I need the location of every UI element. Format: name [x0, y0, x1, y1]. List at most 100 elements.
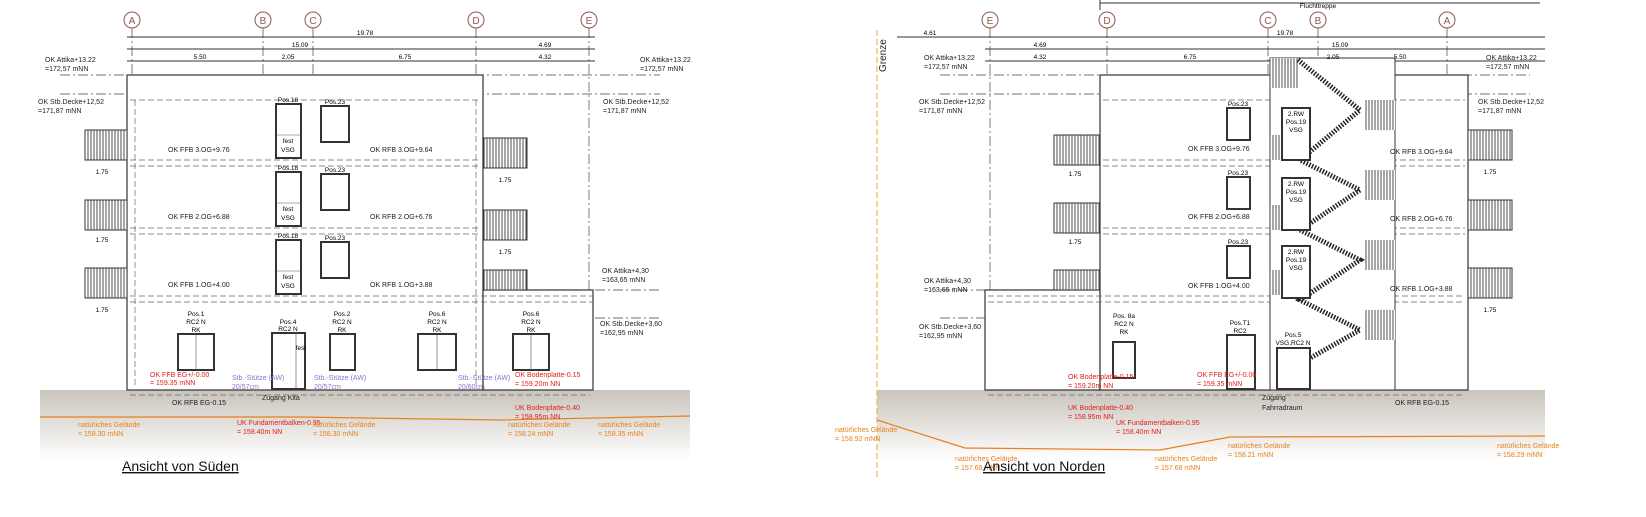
elevation-mark: = 158.40m NN: [1116, 429, 1161, 436]
floor-level: OK RFB EG-0.15: [1395, 400, 1449, 407]
window-label: Pos.23: [325, 235, 346, 242]
level-value: =172,57 mNN: [640, 66, 683, 73]
window-label: VSG: [281, 283, 295, 290]
south-elevation: [40, 11, 691, 460]
boundary-label: Grenze: [878, 39, 889, 72]
axis-label: C: [309, 16, 316, 27]
terrain-label: natürliches Gelände: [1228, 443, 1290, 450]
elevation-mark: UK Bodenplatte-0.40: [515, 405, 580, 412]
window-label: Pos. 8a: [1113, 313, 1135, 320]
dimension: 4.32: [539, 54, 552, 61]
level-value: =171,87 mNN: [603, 108, 646, 115]
window-label: RK: [526, 327, 536, 334]
column-label: Stb.-Stütze (AW): [314, 375, 366, 382]
terrain-value: = 158.29 mNN: [1497, 452, 1542, 459]
floor-level: OK RFB 2.OG+6.76: [1390, 216, 1453, 223]
elevation-mark: OK Bodenplatte-0.15: [515, 372, 580, 379]
window-label: Pos.T1: [1230, 320, 1251, 327]
window-label: Pos.18: [278, 233, 299, 240]
window-label: Pos.18: [278, 165, 299, 172]
column-label: Stb.-Stütze (AW): [458, 375, 510, 382]
elevation-mark: = 159.35 mNN: [1197, 381, 1242, 388]
window-label: RC2 N: [186, 319, 206, 326]
floor-level: OK RFB 3.OG+9.64: [1390, 149, 1453, 156]
level-label: OK Attika+13.22: [924, 55, 975, 62]
axis-label: D: [472, 16, 479, 27]
dimension: 4.32: [1034, 54, 1047, 61]
window-label: VSG: [1289, 197, 1303, 204]
window-label: fest: [283, 138, 294, 145]
dimension: 5.50: [194, 54, 207, 61]
floor-level: OK FFB 1.OG+4.00: [168, 282, 230, 289]
balconies: [84, 129, 528, 299]
floor-level: OK RFB 3.OG+9.64: [370, 147, 433, 154]
terrain-label: natürliches Gelände: [955, 456, 1017, 463]
window-label: 2.RW: [1288, 111, 1305, 118]
level-label: OK Stb.Decke+12,52: [603, 99, 669, 106]
balcony-dimension: 1.75: [96, 307, 109, 314]
window-label: Pos.1: [188, 311, 205, 318]
window-label: 2.RW: [1288, 249, 1305, 256]
terrain-value: = 158.30 mNN: [78, 431, 123, 438]
window-label: 2.RW: [1288, 181, 1305, 188]
elevation-mark: = 158.95m NN: [1068, 414, 1113, 421]
terrain-line: [876, 419, 1546, 451]
window-label: RK: [191, 327, 201, 334]
window-label: VSG: [1289, 265, 1303, 272]
ground-band: [40, 390, 690, 460]
floor-level: OK RFB EG-0.15: [172, 400, 226, 407]
terrain-line: [40, 415, 691, 421]
terrain-value: = 158.92 mNN: [835, 436, 880, 443]
level-label: OK Attika+4,30: [924, 278, 971, 285]
balcony-dimension: 1.75: [96, 169, 109, 176]
balcony-dimension: 1.75: [499, 249, 512, 256]
level-label: OK Attika+13.22: [640, 57, 691, 64]
floor-level: OK FFB 2.OG+6.88: [168, 214, 230, 221]
axis-label: E: [586, 16, 593, 27]
window-label: VSG,RC2 N: [1275, 340, 1310, 347]
level-value: =171,87 mNN: [919, 108, 962, 115]
terrain-value: = 158.24 mNN: [508, 431, 553, 438]
elevation-mark: UK Fundamentbalken-0.95: [1116, 420, 1200, 427]
floor-level: OK FFB 1.OG+4.00: [1188, 283, 1250, 290]
window-label: Pos.2: [334, 311, 351, 318]
terrain-value: = 158.30 mNN: [313, 431, 358, 438]
level-value: =172,57 mNN: [45, 66, 88, 73]
window-label: Pos.23: [1228, 239, 1249, 246]
window-label: RC2 N: [1114, 321, 1134, 328]
axis-label: E: [987, 16, 994, 27]
dimension-lines: [897, 36, 1545, 62]
column-label: 20/57cm: [232, 384, 259, 391]
dimension: 19.78: [1277, 30, 1294, 37]
elevation-mark: = 159.20m NN: [515, 381, 560, 388]
window-label: RC2 N: [521, 319, 541, 326]
level-value: =172,57 mNN: [1486, 64, 1529, 71]
floor-level: OK RFB 1.OG+3.88: [1390, 286, 1453, 293]
level-label: OK Stb.Decke+3,60: [600, 321, 662, 328]
window-label: Pos.19: [1286, 257, 1307, 264]
drawing-title-north: Ansicht von Norden: [983, 458, 1105, 474]
terrain-label: natürliches Gelände: [598, 422, 660, 429]
window-label: Pos.19: [1286, 189, 1307, 196]
terrain-value: = 157.68 mNN: [1155, 465, 1200, 472]
windows: [177, 103, 550, 390]
level-value: =163,65 mNN: [924, 287, 967, 294]
axis-label: B: [1315, 16, 1322, 27]
elevation-mark: = 159.20m NN: [1068, 383, 1113, 390]
window-label: VSG: [281, 147, 295, 154]
dimension: 4.61: [924, 30, 937, 37]
terrain-label: natürliches Gelände: [1497, 443, 1559, 450]
dimension: 2.05: [1327, 54, 1340, 61]
balcony-dimension: 1.75: [1484, 307, 1497, 314]
balcony-dimension: 1.75: [1069, 171, 1082, 178]
floor-level: OK RFB 1.OG+3.88: [370, 282, 433, 289]
windows: [1112, 107, 1311, 390]
dimension: 5.50: [1394, 54, 1407, 61]
level-value: =162,95 mNN: [919, 333, 962, 340]
dimension-lines: [127, 36, 595, 62]
elevation-mark: OK FFB EG+/-0.00: [150, 372, 209, 379]
window-label: Pos.19: [1286, 119, 1307, 126]
window-label: Pos.4: [280, 319, 297, 326]
dimension: 19.78: [357, 30, 374, 37]
